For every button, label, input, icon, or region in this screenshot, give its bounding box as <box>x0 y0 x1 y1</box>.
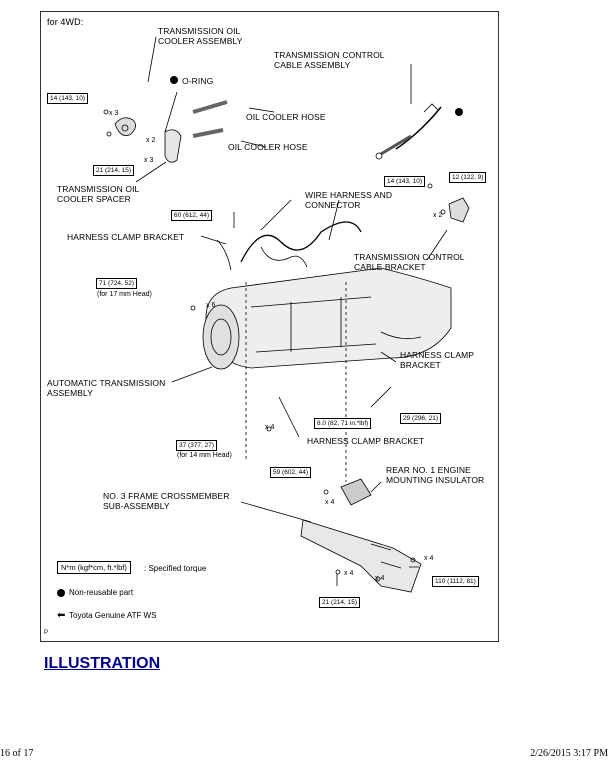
torque-spec: 60 (612, 44) <box>171 210 213 221</box>
illustration-link[interactable]: ILLUSTRATION <box>44 655 161 672</box>
torque-spec: 29 (296, 21) <box>400 413 442 424</box>
torque-spec: 14 (143, 10) <box>47 93 89 104</box>
qty-label: x 4 <box>375 575 385 582</box>
label-automatic-transmission: AUTOMATIC TRANSMISSION ASSEMBLY <box>47 378 166 398</box>
qty-label: x 3 <box>144 157 154 164</box>
label-oil-cooler-hose-2: OIL COOLER HOSE <box>228 142 308 152</box>
corner-mark: P <box>44 630 49 636</box>
qty-label: x 3 <box>109 110 119 117</box>
head-size-note: (for 17 mm Head) <box>97 291 152 298</box>
label-harness-clamp-bracket-left: HARNESS CLAMP BRACKET <box>67 232 185 242</box>
legend-non-reusable: Non-reusable part <box>69 588 134 597</box>
torque-spec: 21 (214, 15) <box>319 597 361 608</box>
qty-label: x 4 <box>325 499 335 506</box>
non-reusable-dot-icon <box>170 76 178 84</box>
label-oil-cooler-spacer: TRANSMISSION OIL COOLER SPACER <box>57 184 140 204</box>
exploded-view-drawing <box>103 36 470 593</box>
torque-spec: 12 (122, 9) <box>449 172 487 183</box>
torque-spec: 14 (143, 10) <box>384 176 426 187</box>
legend-torque-unit: N*m (kgf*cm, ft.*lbf) <box>57 561 131 574</box>
label-o-ring: O-RING <box>182 76 214 86</box>
qty-label: x 2 <box>146 137 156 144</box>
label-oil-cooler-assembly: TRANSMISSION OIL COOLER ASSEMBLY <box>158 26 243 46</box>
qty-label: x 6 <box>206 302 216 309</box>
label-harness-clamp-bracket-right: HARNESS CLAMP BRACKET <box>400 350 475 370</box>
print-timestamp: 2/26/2015 3:17 PM <box>530 748 608 759</box>
label-cable-assembly: TRANSMISSION CONTROL CABLE ASSEMBLY <box>274 50 385 70</box>
torque-spec: 59 (602, 44) <box>270 467 312 478</box>
torque-spec: 21 (214, 15) <box>93 165 135 176</box>
qty-label: x 4 <box>344 570 354 577</box>
legend-torque-desc: : Specified torque <box>144 564 207 573</box>
head-size-note: (for 14 mm Head) <box>177 452 232 459</box>
diagram-frame: for 4WD: TRANSMISSION OIL COOLER ASSEMBL… <box>40 11 499 642</box>
non-reusable-dot-icon <box>455 108 463 116</box>
torque-spec: 37 (377, 27) <box>176 440 218 451</box>
qty-label: x 4 <box>424 555 434 562</box>
label-crossmember: NO. 3 FRAME CROSSMEMBER SUB-ASSEMBLY <box>103 491 230 511</box>
label-wire-harness: WIRE HARNESS AND CONNECTOR <box>305 190 393 210</box>
variant-label: for 4WD: <box>47 17 84 27</box>
qty-label: x 4 <box>265 424 275 431</box>
page-number: 16 of 17 <box>0 748 34 759</box>
torque-spec: 71 (724, 52) <box>96 278 138 289</box>
label-harness-clamp-bracket-bottom: HARNESS CLAMP BRACKET <box>307 436 425 446</box>
torque-spec: 8.0 (82, 71 in.*lbf) <box>314 418 372 429</box>
label-mounting-insulator: REAR NO. 1 ENGINE MOUNTING INSULATOR <box>386 465 485 485</box>
legend-atf: Toyota Genuine ATF WS <box>69 611 157 620</box>
label-cable-bracket: TRANSMISSION CONTROL CABLE BRACKET <box>354 252 465 272</box>
torque-spec: 110 (1112, 81) <box>432 576 479 587</box>
non-reusable-legend-icon <box>57 589 65 597</box>
arrow-left-icon: ⬅ <box>57 610 66 621</box>
label-oil-cooler-hose-1: OIL COOLER HOSE <box>246 112 326 122</box>
qty-label: x 2 <box>433 212 443 219</box>
